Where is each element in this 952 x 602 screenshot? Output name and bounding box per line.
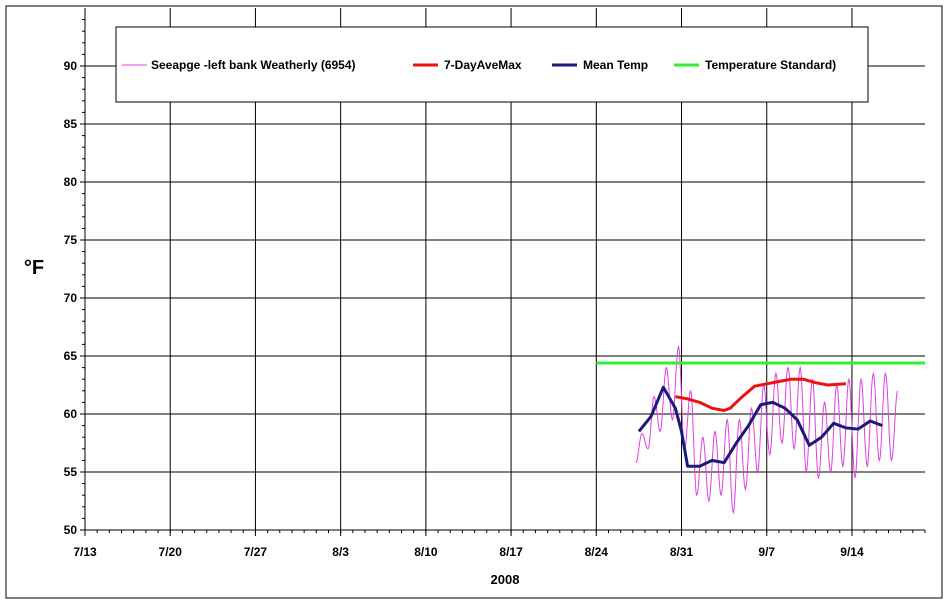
legend-box (115, 26, 869, 103)
x-axis-title: 2008 (491, 572, 520, 587)
y-tick-label: 50 (64, 523, 78, 537)
legend-label-mean-temp: Mean Temp (583, 58, 648, 72)
series-line-seepage (635, 344, 899, 515)
y-tick-label: 55 (64, 465, 78, 479)
x-tick-label: 7/13 (73, 545, 97, 559)
axes (80, 8, 926, 536)
series-line-mean-temp (637, 385, 883, 468)
legend-label-7day-ave-max: 7-DayAveMax (444, 58, 522, 72)
y-tick-label: 85 (64, 117, 78, 131)
y-tick-label: 75 (64, 233, 78, 247)
x-tick-label: 9/7 (758, 545, 775, 559)
series-layer (596, 344, 925, 515)
legend: Seeapge -left bank Weatherly (6954) 7-Da… (115, 26, 869, 103)
tick-labels: 50 55 60 65 70 75 80 85 90 7/13 7/20 7/27 8/3 8/10 8/1… (64, 59, 864, 559)
x-tick-label: 8/24 (585, 545, 609, 559)
x-tick-label: 7/20 (159, 545, 183, 559)
legend-label-seepage: Seeapge -left bank Weatherly (6954) (151, 58, 356, 72)
y-tick-label: 60 (64, 407, 78, 421)
x-tick-label: 9/14 (840, 545, 864, 559)
x-tick-label: 8/31 (670, 545, 694, 559)
y-axis-title: °F (24, 257, 44, 279)
y-tick-label: 65 (64, 349, 78, 363)
x-tick-label: 8/17 (499, 545, 523, 559)
y-tick-label: 80 (64, 175, 78, 189)
x-tick-label: 8/10 (414, 545, 438, 559)
y-tick-label: 70 (64, 291, 78, 305)
legend-label-temperature-standard: Temperature Standard) (705, 58, 836, 72)
x-tick-label: 8/3 (332, 545, 349, 559)
x-tick-label: 7/27 (244, 545, 268, 559)
y-tick-label: 90 (64, 59, 78, 73)
series-line-7day-ave-max (675, 377, 846, 412)
